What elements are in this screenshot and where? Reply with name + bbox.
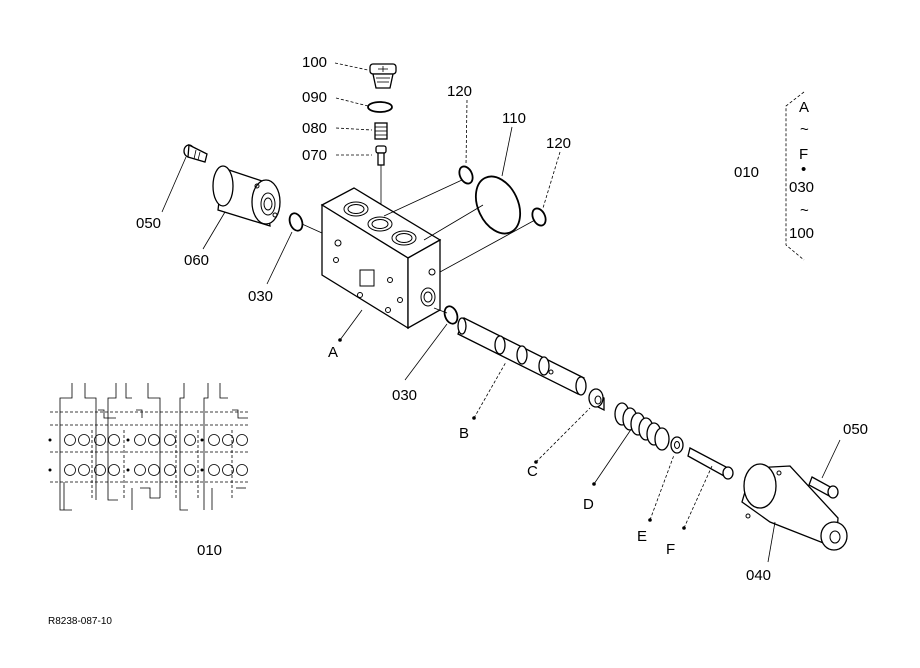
legend-range-3: •	[801, 161, 806, 178]
cap-060[interactable]	[212, 165, 281, 227]
bolt-050-left[interactable]	[183, 143, 208, 163]
leader-lines	[161, 62, 841, 563]
label-120-left: 120	[447, 83, 472, 100]
spring-080[interactable]	[374, 122, 388, 140]
spring-seat-c[interactable]	[588, 388, 605, 412]
bolt-050-right[interactable]	[808, 476, 839, 499]
label-c: C	[527, 463, 538, 480]
washer-e[interactable]	[670, 436, 684, 454]
label-060: 060	[184, 252, 209, 269]
bolt-f[interactable]	[687, 447, 734, 480]
hydraulic-schematic	[48, 383, 250, 511]
valve-body-a[interactable]	[320, 187, 442, 330]
label-d: D	[583, 496, 594, 513]
label-050-right: 050	[843, 421, 868, 438]
label-100: 100	[302, 54, 327, 71]
legend-range-6: 100	[789, 225, 814, 242]
spool-b[interactable]	[457, 317, 587, 396]
label-e: E	[637, 528, 647, 545]
o-ring-110[interactable]	[467, 169, 529, 240]
label-030-right: 030	[392, 387, 417, 404]
legend-range-4: 030	[789, 179, 814, 196]
schematic-label: 010	[197, 542, 222, 559]
o-ring-120-left[interactable]	[457, 164, 475, 185]
figure-code: R8238-087-10	[48, 616, 112, 627]
legend-range-2: F	[799, 146, 808, 163]
poppet-070[interactable]	[375, 145, 387, 166]
label-f: F	[666, 541, 675, 558]
label-040: 040	[746, 567, 771, 584]
spring-d[interactable]	[614, 402, 670, 451]
o-ring-030-left[interactable]	[287, 211, 304, 232]
label-a: A	[328, 344, 338, 361]
o-ring-030-right[interactable]	[442, 304, 459, 325]
plug-100[interactable]	[369, 63, 397, 89]
cap-040[interactable]	[741, 463, 848, 551]
label-110: 110	[502, 110, 526, 127]
label-080: 080	[302, 120, 327, 137]
label-b: B	[459, 425, 469, 442]
o-ring-090[interactable]	[367, 101, 393, 113]
label-030-left: 030	[248, 288, 273, 305]
label-070: 070	[302, 147, 327, 164]
assembly-legend: 010 A ~ F • 030 ~ 100	[734, 91, 814, 261]
legend-range-0: A	[799, 99, 809, 116]
label-090: 090	[302, 89, 327, 106]
legend-range-1: ~	[800, 121, 809, 138]
o-ring-120-right[interactable]	[530, 206, 548, 227]
legend-range-5: ~	[800, 202, 809, 219]
label-120-right: 120	[546, 135, 571, 152]
legend-assembly-number: 010	[734, 164, 759, 181]
label-050-left: 050	[136, 215, 161, 232]
